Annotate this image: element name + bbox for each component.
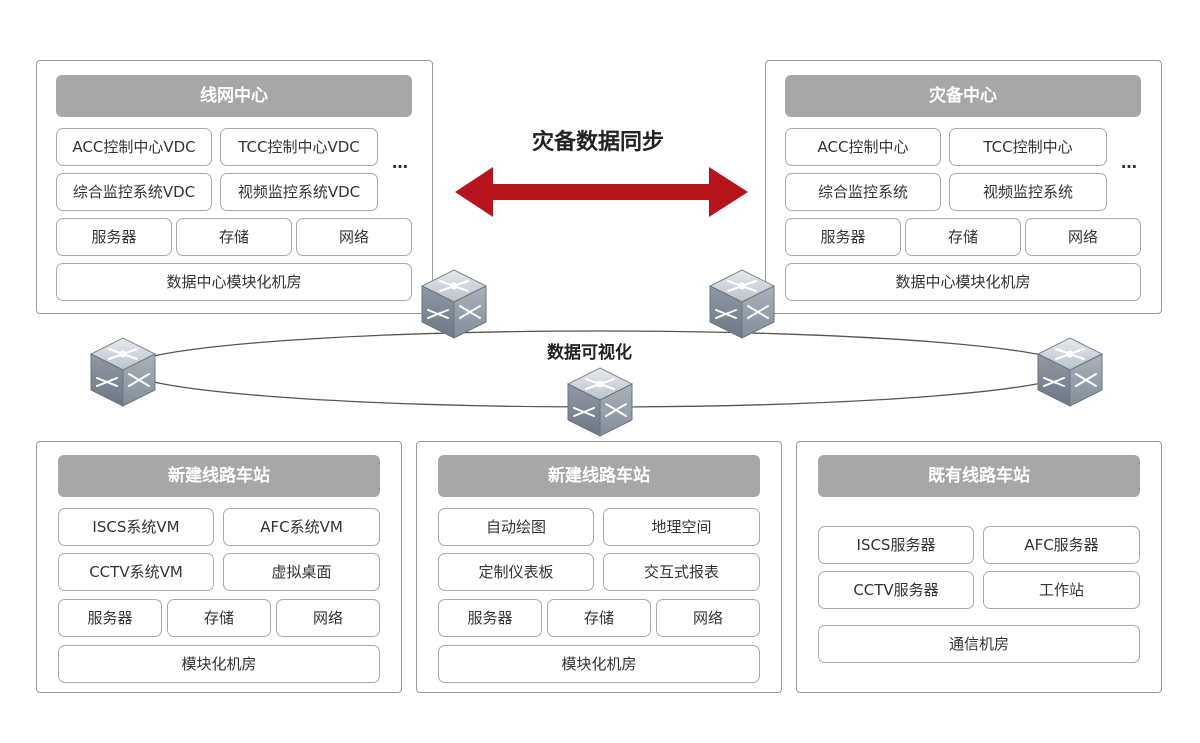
- iscs-vm-box: ISCS系统VM: [58, 508, 214, 546]
- workstation-box: 工作站: [983, 571, 1140, 609]
- auto-drawing-box: 自动绘图: [438, 508, 594, 546]
- modular-room-box: 模块化机房: [438, 645, 760, 683]
- storage-box: 存储: [167, 599, 271, 637]
- interactive-report-box: 交互式报表: [603, 553, 760, 591]
- existing-station-title: 既有线路车站: [818, 455, 1140, 497]
- network-box: 网络: [276, 599, 380, 637]
- datacenter-room-box: 数据中心模块化机房: [785, 263, 1141, 301]
- monitoring-box: 综合监控系统: [785, 173, 941, 211]
- datacenter-room-box: 数据中心模块化机房: [56, 263, 412, 301]
- custom-dashboard-box: 定制仪表板: [438, 553, 594, 591]
- tcc-box: TCC控制中心: [949, 128, 1107, 166]
- afc-vm-box: AFC系统VM: [223, 508, 380, 546]
- new-station-b-title: 新建线路车站: [438, 455, 760, 497]
- network-switch-icon: [1034, 334, 1106, 410]
- acc-vdc-box: ACC控制中心VDC: [56, 128, 212, 166]
- network-box: 网络: [1025, 218, 1141, 256]
- double-arrow-icon: [455, 167, 748, 217]
- virtual-desktop-box: 虚拟桌面: [223, 553, 380, 591]
- network-box: 网络: [656, 599, 760, 637]
- new-station-a-title: 新建线路车站: [58, 455, 380, 497]
- tcc-vdc-box: TCC控制中心VDC: [220, 128, 378, 166]
- sync-label: 灾备数据同步: [532, 130, 665, 155]
- server-box: 服务器: [56, 218, 172, 256]
- network-switch-icon: [87, 334, 159, 410]
- iscs-server-box: ISCS服务器: [818, 526, 974, 564]
- network-switch-icon: [418, 266, 490, 342]
- network-box: 网络: [296, 218, 412, 256]
- more-ellipsis: …: [1121, 153, 1138, 172]
- storage-box: 存储: [176, 218, 292, 256]
- server-box: 服务器: [785, 218, 901, 256]
- cctv-vm-box: CCTV系统VM: [58, 553, 214, 591]
- modular-room-box: 模块化机房: [58, 645, 380, 683]
- network-switch-icon: [706, 266, 778, 342]
- geo-space-box: 地理空间: [603, 508, 760, 546]
- dr-center-title: 灾备中心: [785, 75, 1141, 117]
- cctv-server-box: CCTV服务器: [818, 571, 974, 609]
- video-box: 视频监控系统: [949, 173, 1107, 211]
- comm-room-box: 通信机房: [818, 625, 1140, 663]
- storage-box: 存储: [547, 599, 651, 637]
- monitoring-vdc-box: 综合监控系统VDC: [56, 173, 212, 211]
- server-box: 服务器: [438, 599, 542, 637]
- afc-server-box: AFC服务器: [983, 526, 1140, 564]
- more-ellipsis: …: [392, 153, 409, 172]
- video-vdc-box: 视频监控系统VDC: [220, 173, 378, 211]
- visualization-label: 数据可视化: [547, 343, 632, 363]
- acc-box: ACC控制中心: [785, 128, 941, 166]
- server-box: 服务器: [58, 599, 162, 637]
- line-center-title: 线网中心: [56, 75, 412, 117]
- network-switch-icon: [564, 364, 636, 440]
- storage-box: 存储: [905, 218, 1021, 256]
